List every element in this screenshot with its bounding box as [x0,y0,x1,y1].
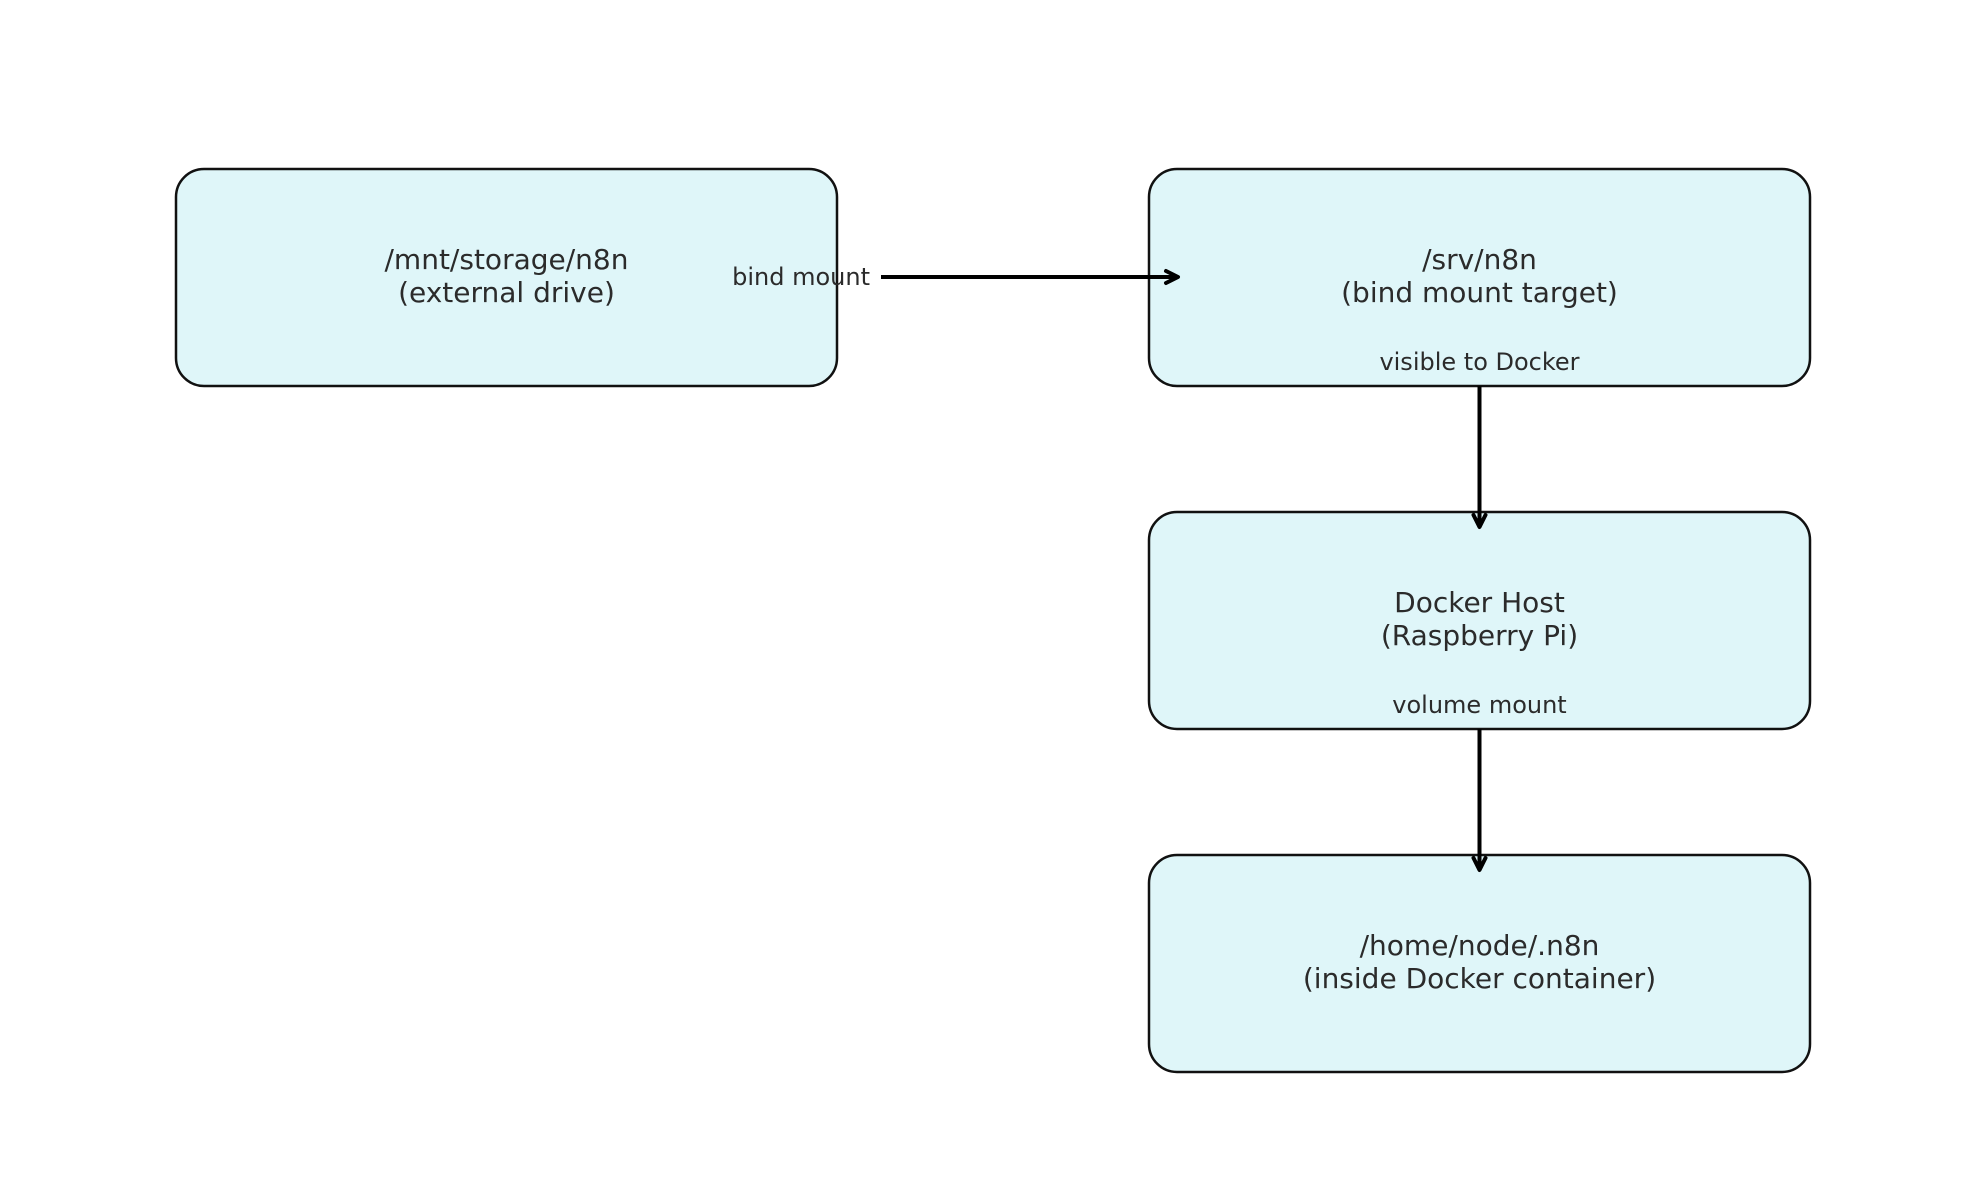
node-external-drive-caption: (external drive) [398,276,615,309]
edge-bind-mount-label: bind mount [732,263,870,291]
node-docker-host-caption: (Raspberry Pi) [1381,619,1578,652]
edge-volume-mount-label: volume mount [1392,691,1566,719]
node-container-caption: (inside Docker container) [1303,962,1656,995]
node-container-path: /home/node/.n8n [1360,929,1600,962]
node-external-drive: /mnt/storage/n8n (external drive) [174,167,839,388]
node-bind-target: /srv/n8n (bind mount target) [1147,167,1812,388]
node-docker-host-title: Docker Host [1394,586,1565,619]
edge-bind-mount: bind mount [732,263,1180,291]
node-bind-target-path: /srv/n8n [1422,243,1537,276]
edge-bind-mount-arrowhead [1164,269,1180,285]
node-external-drive-path: /mnt/storage/n8n [385,243,629,276]
edge-visible-to-docker-label: visible to Docker [1379,348,1579,376]
edge-volume-mount: volume mount [1392,691,1567,872]
node-container: /home/node/.n8n (inside Docker container… [1147,853,1812,1074]
node-external-drive-box [174,167,839,388]
edge-volume-mount-arrowhead [1471,856,1488,872]
edge-visible-to-docker: visible to Docker [1379,348,1580,529]
node-bind-target-caption: (bind mount target) [1341,276,1618,309]
node-docker-host: Docker Host (Raspberry Pi) [1147,510,1812,731]
edge-visible-to-docker-arrowhead [1471,513,1488,529]
